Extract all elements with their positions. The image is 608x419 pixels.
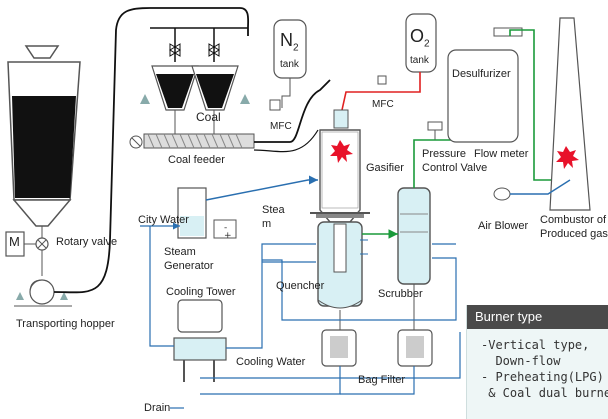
rotary-valve-icon bbox=[24, 226, 49, 276]
transport-line bbox=[53, 7, 250, 294]
transport-blower-icon bbox=[14, 279, 72, 307]
burner-type-line: -Vertical type, bbox=[481, 338, 590, 352]
desulfurizer-to-combustor-line bbox=[509, 29, 572, 185]
burner-type-line: - Preheating(LPG) bbox=[481, 370, 604, 384]
quencher-label: Quencher bbox=[276, 280, 325, 292]
o2-tank bbox=[377, 13, 437, 85]
quencher-vessel bbox=[317, 221, 363, 330]
scrubber-vessel bbox=[397, 187, 431, 330]
combustor-label-1: Combustor of bbox=[540, 214, 607, 226]
rotary-valve-label: Rotary valve bbox=[56, 236, 118, 248]
drain-label: Drain bbox=[144, 402, 171, 414]
gasifier-vessel bbox=[310, 109, 370, 223]
n2-tank-title: N2 bbox=[280, 30, 299, 54]
bag-filter-right bbox=[397, 329, 433, 367]
steam-label-2: m bbox=[262, 218, 272, 230]
combustor-label-2: Produced gas bbox=[540, 228, 608, 240]
o2-tank-word: tank bbox=[410, 55, 429, 66]
cooling-tower bbox=[173, 299, 227, 382]
mfc-right-label: MFC bbox=[372, 99, 394, 110]
burner-type-line: & Coal dual burner bbox=[481, 386, 608, 400]
air-blower-label: Air Blower bbox=[478, 220, 529, 232]
combustor-stack bbox=[549, 17, 591, 211]
storage-hopper bbox=[7, 45, 81, 227]
flow-meter-label: Flow meter bbox=[474, 148, 529, 160]
n2-tank-word: tank bbox=[280, 59, 299, 70]
cooling-water-label: Cooling Water bbox=[236, 356, 306, 368]
coal-feeder-label: Coal feeder bbox=[168, 154, 225, 166]
steam-label-1: Stea bbox=[262, 204, 285, 216]
gasifier-label: Gasifier bbox=[366, 162, 404, 174]
desulfurizer-label: Desulfurizer bbox=[452, 68, 511, 80]
cooling-tower-label: Cooling Tower bbox=[166, 286, 236, 298]
steam-generator-label-1: Steam bbox=[164, 246, 196, 258]
svg-text:-: - bbox=[224, 223, 227, 233]
air-blower-icon bbox=[493, 179, 571, 201]
transporting-hopper-label: Transporting hopper bbox=[16, 318, 115, 330]
pressure-valve-label-2: Control Valve bbox=[422, 162, 488, 174]
motor-label: M bbox=[9, 234, 20, 249]
n2-tank bbox=[269, 19, 307, 111]
bag-filter-label: Bag Filter bbox=[358, 374, 406, 386]
cooling-water-network bbox=[149, 226, 461, 409]
coal-hopper-right bbox=[191, 28, 250, 111]
svg-text:+: + bbox=[224, 231, 232, 241]
scrubber-label: Scrubber bbox=[378, 288, 423, 300]
oxygen-line bbox=[341, 72, 421, 111]
feeder-to-gasifier-line bbox=[254, 79, 331, 143]
coal-label: Coal bbox=[196, 110, 221, 124]
pressure-valve-label-1: Pressure bbox=[422, 148, 467, 160]
steam-generator-label-2: Generator bbox=[164, 260, 214, 272]
city-water-label: City Water bbox=[138, 214, 189, 226]
desulfurizer-vessel bbox=[447, 27, 523, 143]
mfc-left-label: MFC bbox=[270, 121, 292, 132]
pressure-valve-icon bbox=[427, 121, 443, 140]
coal-hopper-left bbox=[140, 28, 199, 111]
burner-type-panel: Burner type -Vertical type, Down-flow - … bbox=[466, 305, 608, 419]
burner-type-title: Burner type bbox=[467, 305, 608, 329]
o2-tank-title: O2 bbox=[410, 26, 430, 50]
burner-type-line: Down-flow bbox=[481, 354, 561, 368]
coal-feeder-screw bbox=[129, 110, 255, 149]
steam-generator: - + bbox=[177, 187, 237, 241]
steam-line bbox=[205, 175, 318, 201]
bag-filter-left bbox=[321, 329, 357, 367]
